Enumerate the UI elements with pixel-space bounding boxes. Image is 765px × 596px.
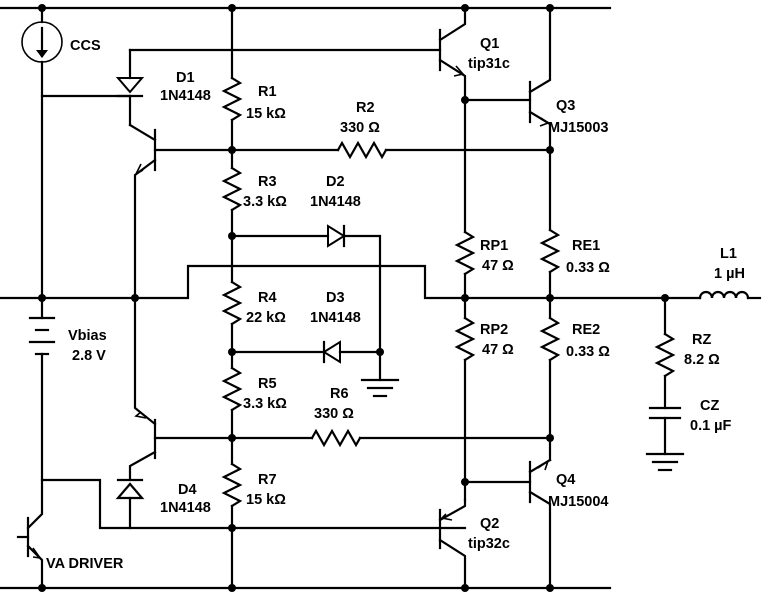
- vbias-battery: [28, 316, 467, 530]
- q2-ref: Q2: [480, 516, 499, 532]
- rp1-ref: RP1: [480, 238, 508, 254]
- vbias-ref: Vbias: [68, 328, 107, 344]
- q2-transistor: [438, 498, 467, 590]
- vbias-value: 2.8 V: [72, 348, 106, 364]
- q1-ref: Q1: [480, 36, 499, 52]
- re1-ref: RE1: [572, 238, 600, 254]
- q3-transistor: [461, 6, 552, 232]
- cz-ref: CZ: [700, 398, 719, 414]
- va-driver-label: VA DRIVER: [46, 556, 124, 572]
- r6-ref: R6: [330, 386, 349, 402]
- r2-value: 330 Ω: [340, 120, 380, 136]
- re1-value: 0.33 Ω: [566, 260, 610, 276]
- r3-value: 3.3 kΩ: [243, 194, 287, 210]
- output-line: [0, 264, 702, 302]
- q3-ref: Q3: [556, 98, 575, 114]
- r6-value: 330 Ω: [314, 406, 354, 422]
- ccs-current-source: [21, 6, 132, 320]
- r2-ref: R2: [356, 100, 375, 116]
- d3-diode: [230, 340, 384, 364]
- r3-ref: R3: [258, 174, 277, 190]
- d1-diode: [115, 48, 145, 127]
- positive-rail: [0, 4, 612, 12]
- re2-value: 0.33 Ω: [566, 344, 610, 360]
- r5-ref: R5: [258, 376, 277, 392]
- r1-ref: R1: [258, 84, 277, 100]
- d4-diode: [115, 478, 145, 530]
- l1-inductor: [698, 290, 762, 300]
- q1-transistor: [128, 6, 467, 102]
- r7-ref: R7: [258, 472, 277, 488]
- d2-ref: D2: [326, 174, 345, 190]
- bottom-vbe-transistor: [128, 298, 234, 480]
- q4-transistor: [463, 458, 552, 590]
- d4-part: 1N4148: [160, 500, 211, 516]
- q2-part: tip32c: [468, 536, 510, 552]
- r-chain: [221, 6, 243, 590]
- q1-part: tip31c: [468, 56, 510, 72]
- q4-part: MJ15004: [548, 494, 608, 510]
- negative-rail: [0, 584, 612, 592]
- rz-ref: RZ: [692, 332, 711, 348]
- rp2-ref: RP2: [480, 322, 508, 338]
- ground-symbol: [360, 350, 400, 398]
- r4-value: 22 kΩ: [246, 310, 286, 326]
- l1-value: 1 µH: [714, 266, 745, 282]
- r4-ref: R4: [258, 290, 277, 306]
- d1-part: 1N4148: [160, 88, 211, 104]
- r2-resistor: [230, 140, 552, 160]
- re2-ref: RE2: [572, 322, 600, 338]
- d3-part: 1N4148: [310, 310, 361, 326]
- q4-ref: Q4: [556, 472, 575, 488]
- zobel-network: [645, 296, 685, 472]
- q3-part: MJ15003: [548, 120, 608, 136]
- d4-ref: D4: [178, 482, 197, 498]
- r5-value: 3.3 kΩ: [243, 396, 287, 412]
- rp2-value: 47 Ω: [482, 342, 514, 358]
- va-driver-transistor: [16, 478, 44, 590]
- d2-diode: [230, 224, 382, 354]
- cz-value: 0.1 µF: [690, 418, 732, 434]
- re-resistors: [539, 146, 561, 462]
- d1-ref: D1: [176, 70, 195, 86]
- d3-ref: D3: [326, 290, 345, 306]
- rp1-value: 47 Ω: [482, 258, 514, 274]
- r6-resistor: [230, 428, 552, 448]
- l1-ref: L1: [720, 246, 737, 262]
- rz-value: 8.2 Ω: [684, 352, 720, 368]
- r1-value: 15 kΩ: [246, 106, 286, 122]
- ccs-label: CCS: [70, 38, 101, 54]
- r7-value: 15 kΩ: [246, 492, 286, 508]
- rp-resistors: [454, 98, 476, 502]
- top-vbe-transistor: [128, 123, 234, 302]
- d2-part: 1N4148: [310, 194, 361, 210]
